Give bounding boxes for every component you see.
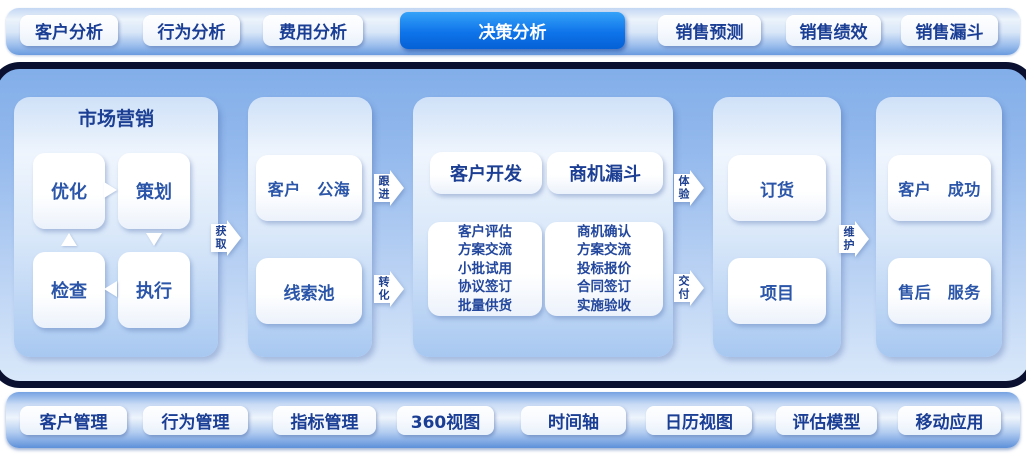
list-item: 商机确认 <box>577 223 631 240</box>
arrowhead-icon <box>855 221 869 257</box>
flow-arrow-maintain: 维护 <box>839 221 869 257</box>
list-item: 小批试用 <box>458 260 512 277</box>
list-item: 协议签订 <box>458 279 512 296</box>
box-lead-pool: 线索池 <box>256 258 362 324</box>
box-optimize: 优化 <box>33 153 105 229</box>
list-item: 方案交流 <box>577 242 631 259</box>
arrowhead-icon <box>690 170 704 206</box>
box-project: 项目 <box>728 258 826 324</box>
box-check: 检查 <box>33 252 105 328</box>
arrow-left-icon <box>104 281 117 297</box>
tab-decision-analysis[interactable]: 决策分析 <box>400 12 625 49</box>
flow-arrow-convert-label: 转化 <box>377 276 390 302</box>
arrow-right-icon <box>104 182 117 198</box>
tab-customer-analysis[interactable]: 客户分析 <box>20 15 118 46</box>
nav-mobile-app[interactable]: 移动应用 <box>898 406 1001 435</box>
list-item: 批量供货 <box>458 297 512 314</box>
nav-behavior-management[interactable]: 行为管理 <box>143 406 248 435</box>
flow-arrow-deliver-label: 交付 <box>677 275 690 301</box>
nav-360-view[interactable]: 360视图 <box>397 406 494 435</box>
flow-arrow-convert: 转化 <box>374 271 404 307</box>
box-execute: 执行 <box>118 252 190 328</box>
bottom-nav-strip: 客户管理 行为管理 指标管理 360视图 时间轴 日历视图 评估模型 移动应用 <box>6 392 1020 448</box>
list-item: 客户评估 <box>458 223 512 240</box>
tab-expense-analysis[interactable]: 费用分析 <box>263 15 363 46</box>
list-item: 合同签订 <box>577 279 631 296</box>
box-opportunity-funnel: 商机漏斗 <box>547 152 663 194</box>
box-after-sales-service: 售后 服务 <box>888 258 991 324</box>
nav-metric-management[interactable]: 指标管理 <box>273 406 376 435</box>
box-customer-open-sea: 客户 公海 <box>256 155 362 221</box>
tab-behavior-analysis[interactable]: 行为分析 <box>143 15 240 46</box>
flow-arrow-follow-label: 跟进 <box>377 175 390 201</box>
box-customer-success: 客户 成功 <box>888 155 991 221</box>
flow-arrow-experience-label: 体验 <box>677 175 690 201</box>
panel-marketing-title: 市场营销 <box>77 108 154 130</box>
arrowhead-icon <box>227 220 241 256</box>
list-item: 投标报价 <box>577 260 631 277</box>
arrow-down-icon <box>146 233 162 246</box>
flow-arrow-maintain-label: 维护 <box>842 226 855 252</box>
flow-arrow-acquire: 获取 <box>211 220 241 256</box>
arrow-up-icon <box>61 233 77 246</box>
box-plan: 策划 <box>118 153 190 229</box>
nav-customer-management[interactable]: 客户管理 <box>20 406 127 435</box>
flow-arrow-acquire-label: 获取 <box>214 225 227 251</box>
list-customer-steps: 客户评估 方案交流 小批试用 协议签订 批量供货 <box>428 222 542 316</box>
flow-arrow-experience: 体验 <box>674 170 704 206</box>
tab-sales-funnel[interactable]: 销售漏斗 <box>901 15 998 46</box>
list-item: 实施验收 <box>577 297 631 314</box>
nav-evaluation-model[interactable]: 评估模型 <box>776 406 877 435</box>
box-customer-development: 客户开发 <box>430 152 542 194</box>
list-item: 方案交流 <box>458 242 512 259</box>
list-opportunity-steps: 商机确认 方案交流 投标报价 合同签订 实施验收 <box>545 222 663 316</box>
arrowhead-icon <box>390 271 404 307</box>
flow-arrow-deliver: 交付 <box>674 270 704 306</box>
box-ordering: 订货 <box>728 155 826 221</box>
arrowhead-icon <box>390 170 404 206</box>
flow-arrow-follow: 跟进 <box>374 170 404 206</box>
tab-sales-forecast[interactable]: 销售预测 <box>658 15 761 46</box>
nav-calendar-view[interactable]: 日历视图 <box>646 406 752 435</box>
top-nav-strip: 客户分析 行为分析 费用分析 决策分析 销售预测 销售绩效 销售漏斗 <box>6 8 1020 55</box>
arrowhead-icon <box>690 270 704 306</box>
nav-timeline[interactable]: 时间轴 <box>521 406 626 435</box>
tab-sales-performance[interactable]: 销售绩效 <box>786 15 881 46</box>
